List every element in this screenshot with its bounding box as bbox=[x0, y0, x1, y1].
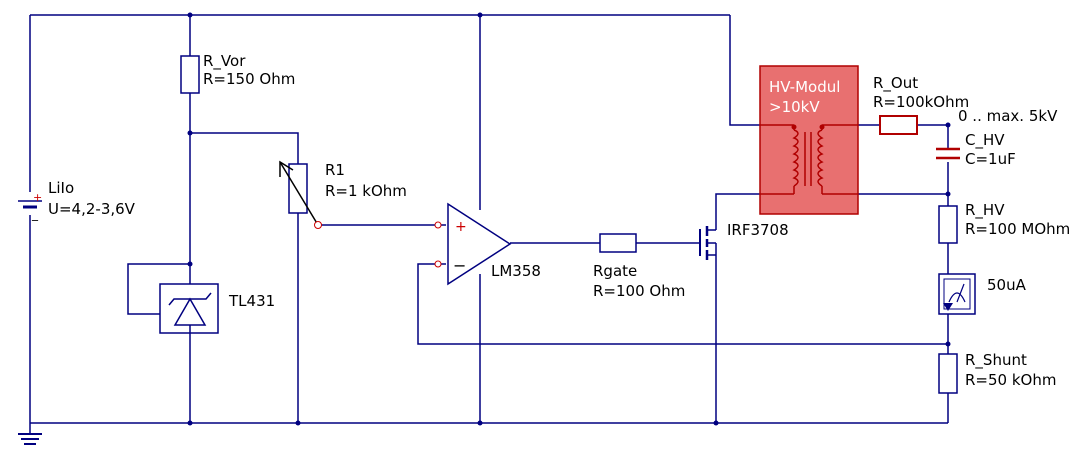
ammeter-icon bbox=[938, 273, 976, 315]
hv-module-value: >10kV bbox=[769, 98, 820, 116]
ammeter-arrow bbox=[943, 303, 953, 311]
opamp-plus-sign: + bbox=[455, 219, 467, 235]
r1-wiper-terminal bbox=[314, 221, 322, 229]
tl431-cathode-bar bbox=[168, 292, 212, 306]
r-shunt-value: R=50 kOhm bbox=[965, 371, 1056, 389]
r-out-resistor bbox=[879, 115, 918, 135]
junction bbox=[187, 261, 193, 267]
r1-value: R=1 kOhm bbox=[325, 182, 407, 200]
r1-body bbox=[288, 163, 308, 214]
battery-name: LiIo bbox=[48, 179, 74, 197]
r1-arrow-head bbox=[279, 160, 294, 177]
r1-potentiometer bbox=[279, 160, 322, 229]
r-out-value: R=100kOhm bbox=[873, 93, 969, 111]
battery-value: U=4,2-3,6V bbox=[48, 200, 136, 218]
c-hv-capacitor bbox=[936, 147, 960, 160]
r-out-name: R_Out bbox=[873, 74, 918, 93]
opamp-minus-sign: − bbox=[453, 256, 466, 275]
c-hv-name: C_HV bbox=[965, 131, 1005, 150]
junction bbox=[295, 420, 301, 426]
transformer-icon bbox=[760, 124, 858, 195]
opamp-minus-terminal bbox=[434, 260, 442, 268]
junction bbox=[477, 12, 483, 18]
wire-r1-top bbox=[190, 132, 299, 164]
hv-module bbox=[759, 65, 859, 215]
ground-icon bbox=[18, 433, 42, 445]
tl431-name: TL431 bbox=[228, 292, 275, 310]
r-hv-name: R_HV bbox=[965, 201, 1005, 220]
junction bbox=[945, 122, 951, 128]
hv-module-body bbox=[759, 65, 859, 215]
r-vor-resistor bbox=[180, 55, 200, 94]
rgate-value: R=100 Ohm bbox=[593, 282, 685, 300]
r-hv-resistor bbox=[938, 205, 958, 244]
wire-feedback bbox=[417, 263, 948, 345]
junction bbox=[945, 191, 951, 197]
battery-symbol: + _ bbox=[18, 191, 42, 221]
junction bbox=[187, 420, 193, 426]
rgate-name: Rgate bbox=[593, 262, 637, 280]
hv-module-name: HV-Modul bbox=[769, 78, 840, 96]
opamp-triangle bbox=[447, 202, 512, 286]
ammeter-body bbox=[938, 273, 976, 315]
junction bbox=[187, 130, 193, 136]
c-hv-value: C=1uF bbox=[965, 150, 1016, 168]
mosfet-symbol bbox=[699, 226, 717, 260]
junction bbox=[187, 12, 193, 18]
wire-tl431-ref bbox=[127, 263, 190, 315]
junction bbox=[713, 420, 719, 426]
junction bbox=[945, 341, 951, 347]
mosfet-name: IRF3708 bbox=[727, 221, 789, 239]
r1-wiper-arrow bbox=[279, 161, 319, 226]
tl431-symbol bbox=[159, 283, 219, 334]
rgate-resistor bbox=[599, 233, 637, 253]
junction bbox=[477, 420, 483, 426]
opamp-name: LM358 bbox=[491, 262, 541, 280]
junctions bbox=[187, 12, 951, 426]
battery-minus-sign: _ bbox=[31, 207, 39, 221]
output-voltage-label: 0 .. max. 5kV bbox=[958, 107, 1058, 125]
r1-name: R1 bbox=[325, 161, 345, 179]
r-vor-name: R_Vor bbox=[203, 52, 246, 71]
wire-drain-hv bbox=[715, 193, 760, 230]
wires bbox=[29, 14, 949, 434]
r-shunt-name: R_Shunt bbox=[965, 351, 1027, 370]
ammeter-value: 50uA bbox=[987, 276, 1027, 294]
battery-plus-sign: + bbox=[33, 191, 42, 204]
wire-hv-supply bbox=[729, 15, 760, 126]
opamp-plus-terminal bbox=[434, 221, 442, 229]
r-hv-value: R=100 MOhm bbox=[965, 220, 1070, 238]
opamp-symbol: + − bbox=[434, 202, 512, 286]
r-vor-value: R=150 Ohm bbox=[203, 70, 295, 88]
r-shunt-resistor bbox=[938, 353, 958, 394]
